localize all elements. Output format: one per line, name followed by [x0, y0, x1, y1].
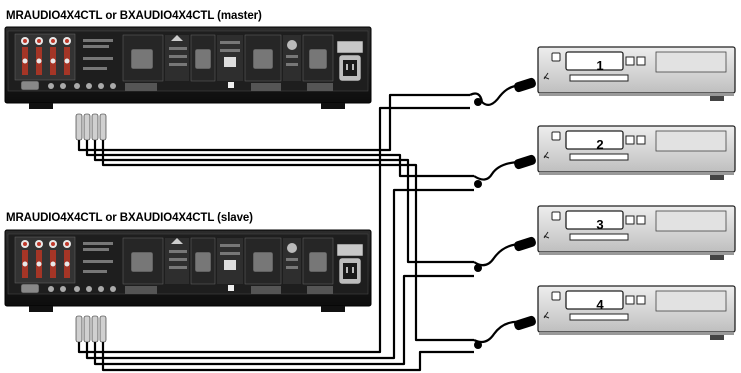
audio-cables — [77, 84, 523, 372]
player-number-1: 1 — [596, 58, 603, 73]
source-player-4: 4 — [537, 285, 736, 341]
player-number-4: 4 — [596, 297, 604, 312]
source-player-1: 1 — [537, 46, 736, 102]
source-player-3: 3 — [537, 205, 736, 261]
source-player-2: 2 — [537, 125, 736, 181]
master-rca-plugs — [75, 113, 107, 141]
player-number-2: 2 — [596, 137, 603, 152]
cable-junctions — [474, 98, 482, 349]
master-controller-unit — [4, 26, 372, 110]
player-plugs — [514, 77, 536, 331]
slave-rca-plugs — [75, 315, 107, 343]
slave-controller-unit — [4, 229, 372, 313]
master-unit-label: MRAUDIO4X4CTL or BXAUDIO4X4CTL (master) — [6, 10, 262, 22]
slave-unit-label: MRAUDIO4X4CTL or BXAUDIO4X4CTL (slave) — [6, 212, 253, 224]
player-number-3: 3 — [596, 217, 603, 232]
